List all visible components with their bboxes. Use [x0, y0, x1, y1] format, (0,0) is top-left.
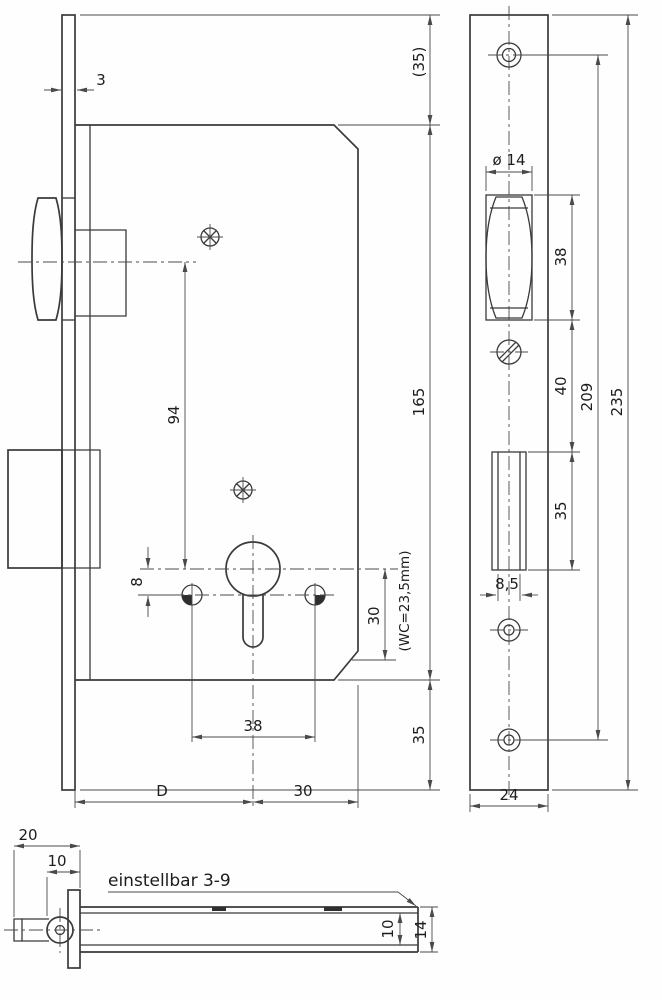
- dim-hole-centers: 209: [578, 383, 596, 412]
- faceplate-view: ø 14 8,5 38 40 35 209: [469, 6, 638, 812]
- faceplate-lower-hole: [490, 618, 528, 642]
- dim-bolt-opening: 35: [552, 501, 570, 520]
- front-view: (35) 165 35 94 8 30 (WC=23,5mm) 38 3: [7, 14, 440, 808]
- dim-cylinder-to-edge: 30: [293, 782, 312, 800]
- deadbolt-opening-face: [491, 451, 527, 571]
- dim-bolt-width: 8,5: [495, 575, 519, 593]
- slotted-screw-icon: [490, 339, 528, 365]
- front-view-dimensions: (35) 165 35 94 8 30 (WC=23,5mm) 38 3: [44, 14, 440, 808]
- roller-latch-face: [485, 194, 533, 321]
- dim-bottom-margin: 35: [410, 725, 428, 744]
- dim-plate-width: 24: [499, 786, 518, 804]
- dim-gap: 40: [552, 376, 570, 395]
- deadbolt-front: [7, 449, 101, 569]
- case-plan-outline: [67, 889, 419, 969]
- dim-roller-projection: 10: [47, 852, 66, 870]
- dim-follower-spacing: 38: [243, 717, 262, 735]
- screw-top-icon: [197, 224, 223, 250]
- euro-cylinder-hole: [140, 535, 398, 808]
- wc-note: (WC=23,5mm): [397, 551, 413, 652]
- adjustable-label: einstellbar 3-9: [108, 871, 231, 891]
- dim-total-projection: 20: [18, 826, 37, 844]
- dim-inner-width: 10: [379, 919, 397, 938]
- dim-top-margin: (35): [410, 47, 428, 78]
- screw-bottom-icon: [230, 477, 256, 503]
- roller-latch-plan: [4, 908, 102, 953]
- top-view-dimensions: einstellbar 3-9 20 10 10 14: [13, 826, 438, 953]
- dim-latch-opening: 38: [552, 247, 570, 266]
- dim-cylinder-to-line: 30: [365, 606, 383, 625]
- dim-case-width: 14: [412, 920, 430, 939]
- lock-case-outline: [75, 124, 359, 681]
- top-view: einstellbar 3-9 20 10 10 14: [4, 826, 438, 969]
- roller-latch-front: [18, 197, 196, 321]
- dim-plate-length: 235: [608, 388, 626, 417]
- dim-plate-thickness: 3: [96, 71, 106, 89]
- faceplate-bottom-hole: [490, 728, 528, 752]
- dim-case-height: 165: [410, 388, 428, 417]
- faceplate-edge-view: [61, 14, 76, 791]
- dim-latch-to-cylinder: 94: [165, 405, 183, 424]
- faceplate-dimensions: ø 14 8,5 38 40 35 209: [469, 14, 638, 812]
- dim-follower-offset: 8: [128, 577, 146, 587]
- dim-roller-dia: ø 14: [492, 151, 525, 169]
- follower-fixing-holes: [170, 583, 337, 742]
- dim-backset: D: [156, 782, 168, 800]
